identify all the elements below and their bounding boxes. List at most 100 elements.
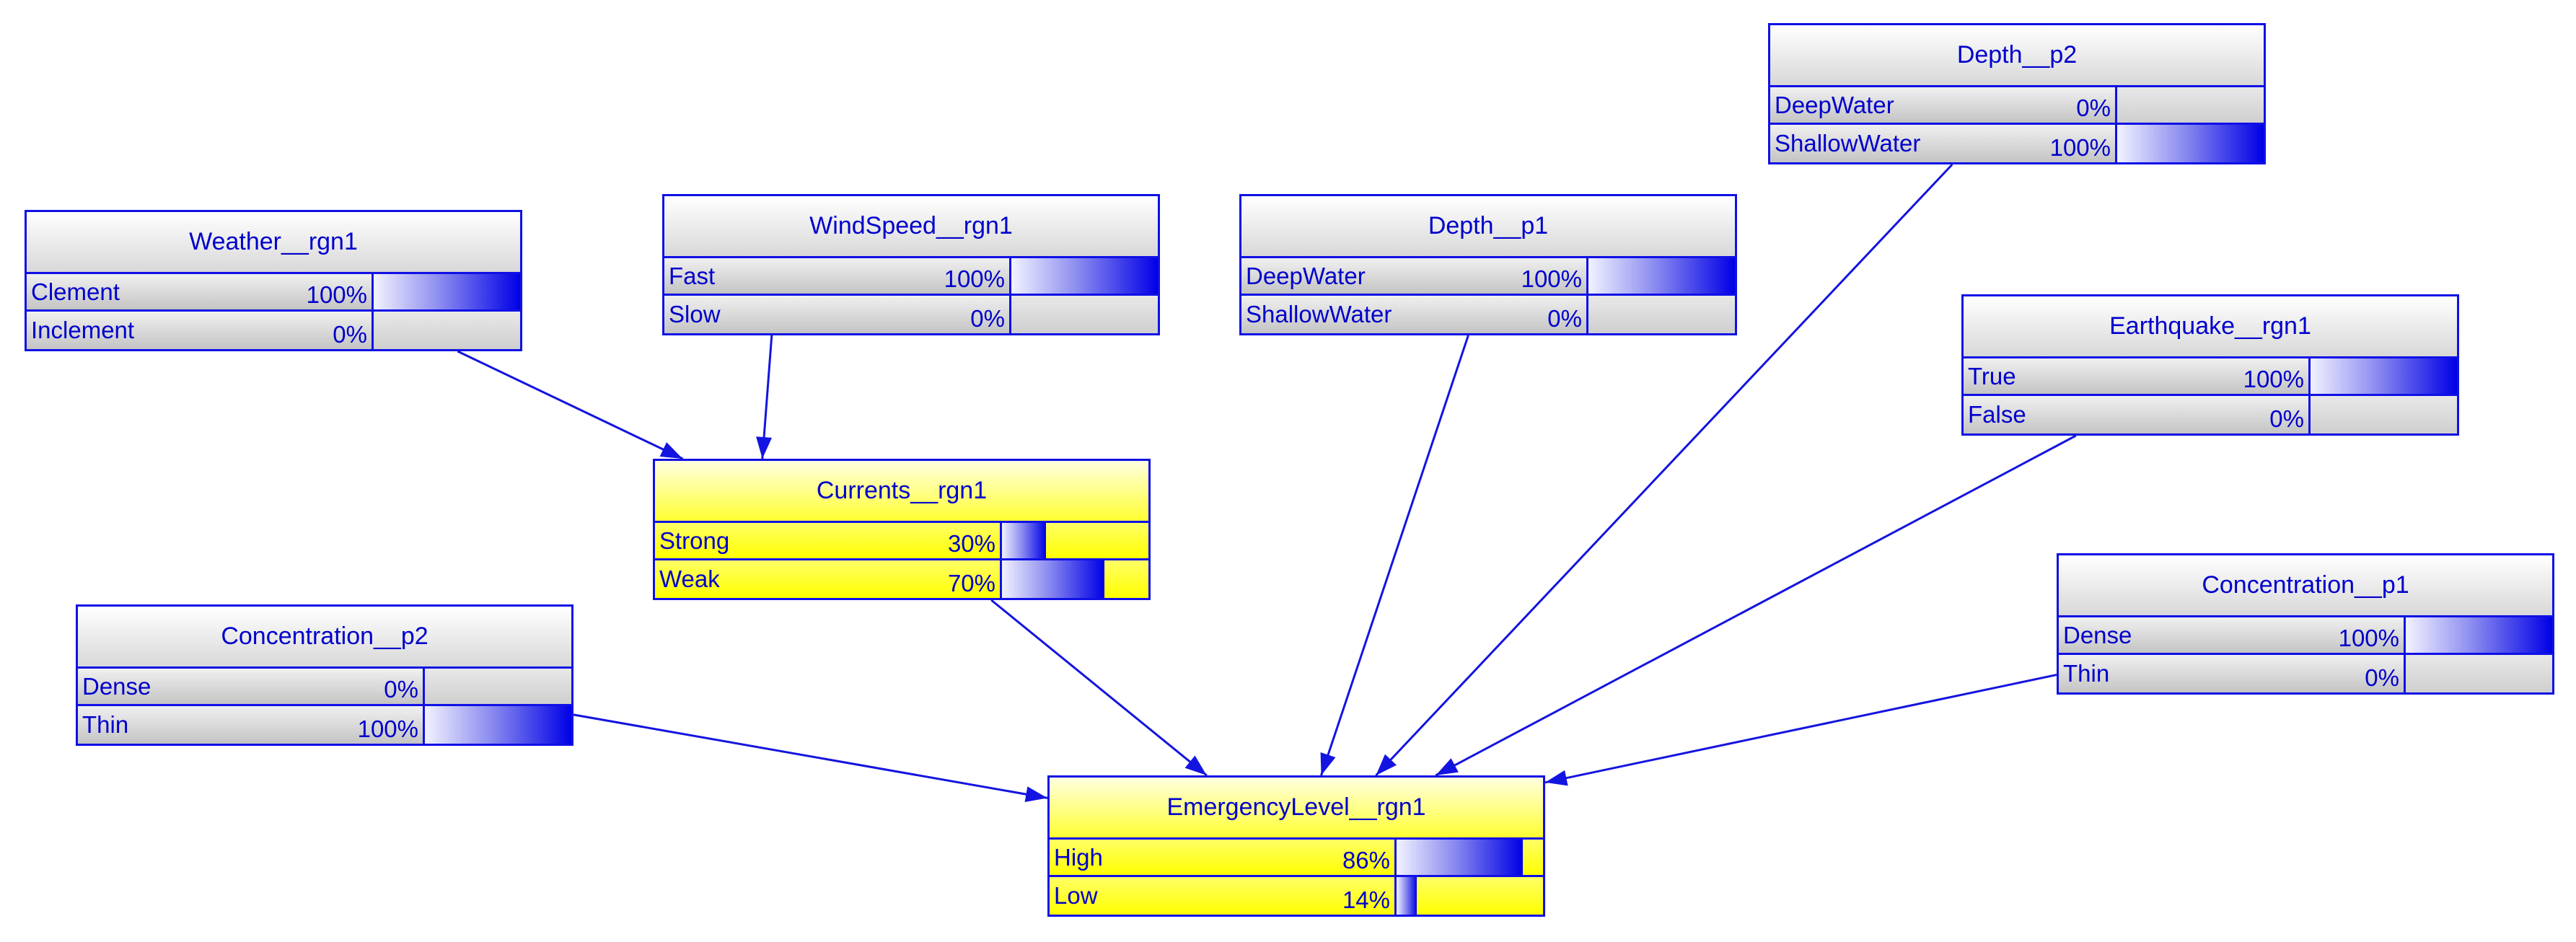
state-label: Thin [2063,660,2110,687]
node-title: WindSpeed__rgn1 [664,196,1158,258]
state-row[interactable]: Low 14% [1050,877,1543,915]
state-label: Inclement [31,317,135,343]
state-bar [1000,560,1148,598]
state-bar-fill [2117,125,2264,162]
node-title: Currents__rgn1 [655,461,1148,523]
state-bar [2308,358,2457,394]
state-percent: 100% [1521,265,1582,292]
state-row[interactable]: High 86% [1050,840,1543,877]
node-concentration-p2[interactable]: Concentration__p2 Dense 0% Thin 100% [76,604,573,746]
state-bar [1586,296,1735,333]
state-label: ShallowWater [1775,130,1921,157]
edge-weather-to-currents [457,350,684,460]
state-row[interactable]: True 100% [1964,358,2457,396]
edge-conc_p2-to-emergency [573,713,1048,799]
node-windspeed[interactable]: WindSpeed__rgn1 Fast 100% Slow 0% [662,194,1160,335]
state-row[interactable]: Slow 0% [664,296,1158,333]
state-label: Strong [659,527,730,554]
state-label: Dense [82,672,151,700]
state-percent: 14% [1342,886,1390,913]
state-bar [1586,258,1735,294]
edge-currents-to-emergency [990,599,1208,777]
state-bar [1009,296,1158,333]
state-bar [372,274,520,309]
state-bar [2404,655,2552,692]
state-bar-fill [1002,523,1046,558]
node-depth-p1[interactable]: Depth__p1 DeepWater 100% ShallowWater 0% [1239,194,1737,335]
state-label: Slow [669,301,721,327]
state-row[interactable]: Thin 0% [2059,655,2552,692]
state-percent: 0% [333,321,367,348]
arrowhead-currents-to-emergency [1184,755,1207,775]
node-title: Concentration__p1 [2059,555,2552,617]
node-title: Depth__p2 [1770,25,2264,87]
node-title: Earthquake__rgn1 [1964,296,2457,358]
node-title: EmergencyLevel__rgn1 [1050,778,1543,840]
state-percent: 100% [944,265,1005,292]
state-percent: 100% [357,716,418,742]
state-label: High [1054,843,1103,871]
edge-earthquake-to-emergency [1435,434,2077,777]
state-label: Clement [31,278,120,305]
state-bar-fill [2406,617,2552,653]
state-percent: 0% [2365,664,2399,691]
state-bar-fill [1002,560,1105,598]
state-row[interactable]: Fast 100% [664,258,1158,296]
arrowhead-weather-to-currents [659,442,683,459]
state-bar [1394,877,1543,915]
state-label: ShallowWater [1246,301,1392,327]
state-percent: 70% [947,570,995,597]
state-label: False [1968,401,2026,428]
node-currents[interactable]: Currents__rgn1 Strong 30% Weak 70% [653,459,1151,600]
state-label: Dense [2063,621,2132,648]
state-row[interactable]: DeepWater 0% [1770,87,2264,125]
state-label: Weak [659,565,720,592]
state-label: DeepWater [1775,91,1894,118]
node-depth-p2[interactable]: Depth__p2 DeepWater 0% ShallowWater 100% [1768,23,2266,164]
arrowhead-depth_p1-to-emergency [1320,752,1336,775]
state-bar-fill [1397,877,1417,915]
state-row[interactable]: False 0% [1964,396,2457,433]
state-bar-fill [1011,258,1158,294]
state-percent: 100% [2243,366,2304,392]
state-bar [423,706,571,744]
state-percent: 0% [1547,305,1582,332]
state-percent: 0% [2076,94,2111,121]
state-bar-fill [425,706,571,744]
node-weather[interactable]: Weather__rgn1 Clement 100% Inclement 0% [25,210,522,351]
state-bar [1000,523,1148,558]
state-row[interactable]: Dense 100% [2059,617,2552,655]
node-earthquake[interactable]: Earthquake__rgn1 True 100% False 0% [1961,294,2459,436]
state-row[interactable]: Dense 0% [78,669,571,706]
state-bar-fill [1588,258,1735,294]
state-row[interactable]: Clement 100% [27,274,520,312]
state-bar [372,312,520,349]
state-percent: 100% [2049,134,2111,161]
state-row[interactable]: Weak 70% [655,560,1148,598]
state-bar-fill [2311,358,2457,394]
state-percent: 30% [947,530,995,557]
state-row[interactable]: ShallowWater 0% [1241,296,1735,333]
node-emergency-level[interactable]: EmergencyLevel__rgn1 High 86% Low 14% [1047,775,1545,917]
state-label: Low [1054,882,1098,909]
state-bar [1009,258,1158,294]
arrowhead-conc_p2-to-emergency [1024,786,1047,803]
state-percent: 100% [2338,625,2399,651]
state-row[interactable]: Strong 30% [655,523,1148,560]
node-concentration-p1[interactable]: Concentration__p1 Dense 100% Thin 0% [2057,553,2554,695]
state-row[interactable]: ShallowWater 100% [1770,125,2264,162]
node-title: Depth__p1 [1241,196,1735,258]
state-row[interactable]: Thin 100% [78,706,571,744]
state-row[interactable]: DeepWater 100% [1241,258,1735,296]
state-row[interactable]: Inclement 0% [27,312,520,349]
state-percent: 0% [2269,405,2304,432]
arrowhead-depth_p2-to-emergency [1376,754,1397,775]
state-bar [423,669,571,704]
state-bar-fill [374,274,520,309]
node-title: Weather__rgn1 [27,212,520,274]
state-label: DeepWater [1246,262,1366,289]
arrowhead-windspeed-to-currents [756,436,773,459]
state-label: Fast [669,262,716,289]
state-bar-fill [1397,840,1523,875]
state-bar [2404,617,2552,653]
